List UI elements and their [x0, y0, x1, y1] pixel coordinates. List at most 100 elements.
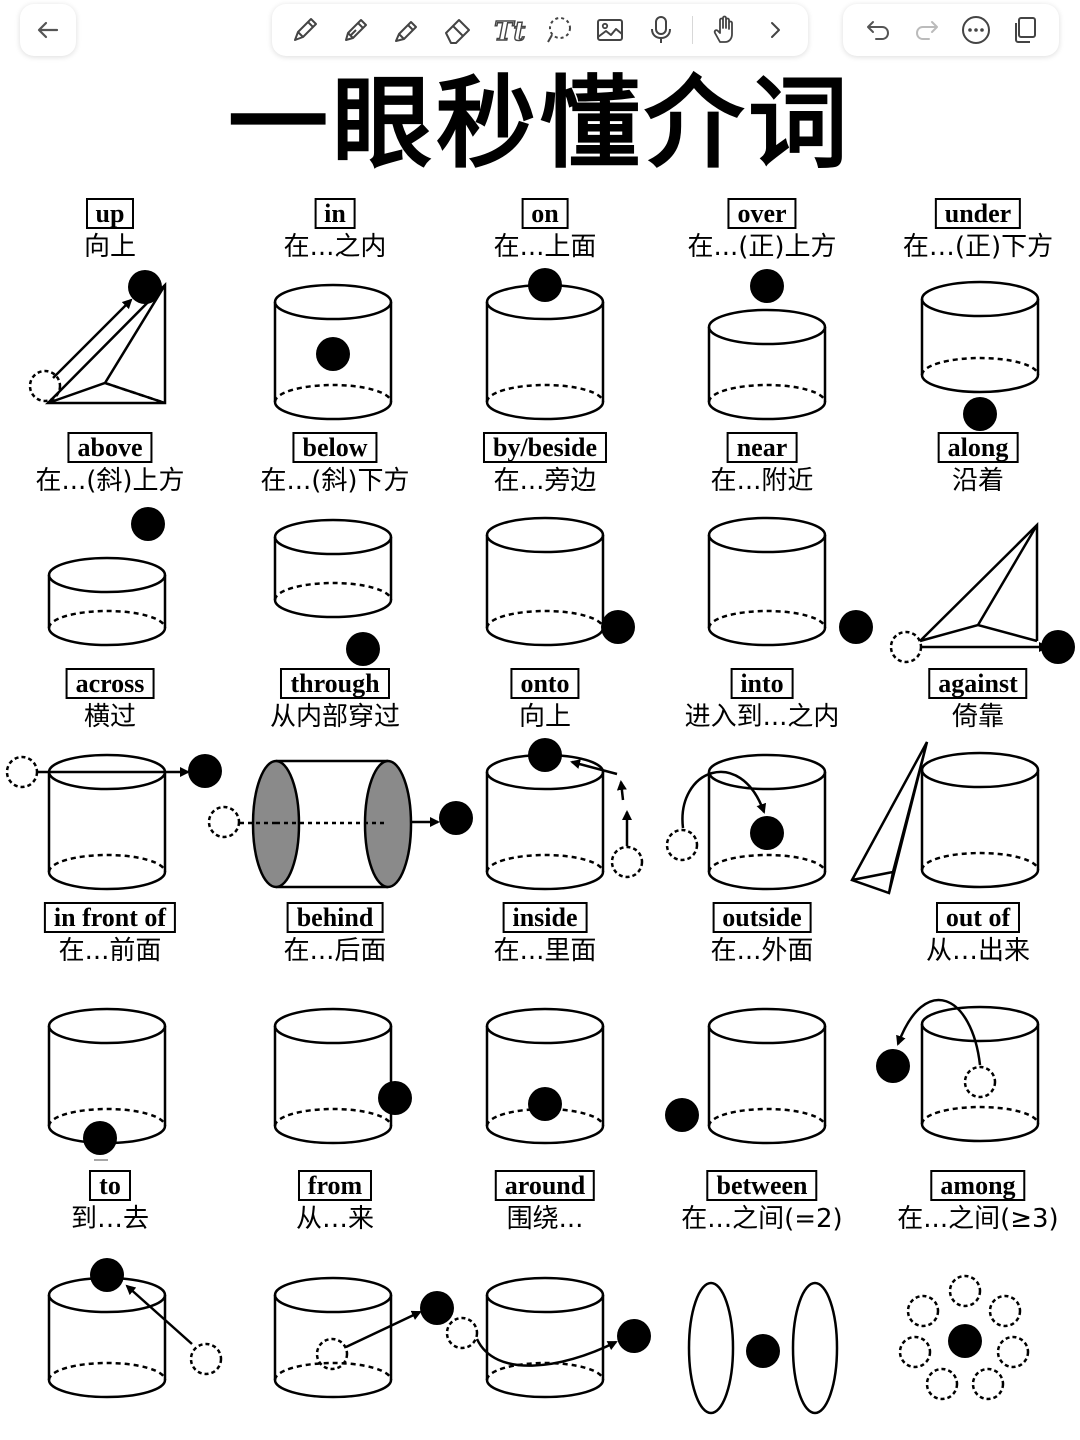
ball: [346, 632, 380, 666]
ball-start-outline: [665, 828, 699, 862]
cylinder-bottom-front: [485, 401, 605, 421]
chinese-meaning: 在...附近: [710, 466, 814, 496]
cylinder-side: [47, 1026, 167, 1126]
ball: [750, 269, 784, 303]
english-word: on: [521, 198, 569, 229]
cylinder-bottom-front: [707, 627, 827, 647]
cylinder-bottom-front: [485, 1379, 605, 1399]
ball: [601, 610, 635, 644]
lasso-icon[interactable]: [539, 10, 579, 50]
eraser-icon[interactable]: [438, 10, 478, 50]
ball-start-outline: [963, 1065, 997, 1099]
english-word: up: [85, 198, 135, 229]
english-word: over: [727, 198, 797, 229]
cylinder-bottom-front: [47, 1379, 167, 1399]
cylinder-right-face: [363, 759, 413, 889]
pages-icon[interactable]: [1005, 10, 1045, 50]
cylinder-bottom-back: [485, 383, 605, 403]
redo-icon[interactable]: [907, 10, 947, 50]
more-icon[interactable]: [956, 10, 996, 50]
cylinder-top: [273, 1276, 393, 1314]
cylinder-bottom-back: [485, 609, 605, 629]
cylinder-bottom-back: [273, 581, 393, 601]
ball: [528, 1087, 562, 1121]
cylinder-bottom-back: [485, 1361, 605, 1381]
ball-start-outline: [971, 1367, 1005, 1401]
chinese-meaning: 沿着: [951, 466, 1004, 496]
english-word: to: [89, 1170, 131, 1201]
ball-start-outline: [988, 1294, 1022, 1328]
hand-gesture-icon[interactable]: [704, 10, 744, 50]
microphone-icon[interactable]: [641, 10, 681, 50]
ball: [378, 1081, 412, 1115]
english-word: above: [67, 432, 153, 463]
cylinder-top: [485, 1276, 605, 1314]
ball: [316, 337, 350, 371]
chinese-meaning: 在...旁边: [493, 466, 597, 496]
cylinder-side: [707, 327, 827, 402]
page-title: 一眼秒懂介词: [228, 65, 852, 182]
cylinder-bottom-back: [273, 383, 393, 403]
chinese-meaning: 倚靠: [951, 702, 1004, 732]
english-word: through: [280, 668, 390, 699]
ball: [528, 268, 562, 302]
ball: [528, 738, 562, 772]
ball: [439, 801, 473, 835]
english-word: from: [297, 1170, 373, 1201]
arrow-left-icon[interactable]: [28, 10, 68, 50]
cylinder-side: [485, 1026, 605, 1126]
pen-icon[interactable]: [285, 10, 325, 50]
ball: [1041, 630, 1075, 664]
cylinder-side: [485, 535, 605, 628]
english-word: against: [928, 668, 1028, 699]
ball-start-outline: [925, 1367, 959, 1401]
cylinder-top: [920, 1005, 1040, 1043]
ball: [750, 816, 784, 850]
chinese-meaning: 在...之间(≥3): [897, 1204, 1059, 1234]
cylinder-bottom-back: [707, 383, 827, 403]
back-toolbar: [20, 4, 76, 56]
motion-arrow: [475, 1338, 618, 1367]
english-word: onto: [510, 668, 580, 699]
image-icon[interactable]: [590, 10, 630, 50]
cylinder-bottom-front: [273, 599, 393, 619]
chinese-meaning: 在...里面: [493, 936, 597, 966]
ball: [665, 1098, 699, 1132]
cylinder-bottom-back: [273, 1107, 393, 1127]
cylinder-bottom-front: [920, 374, 1040, 394]
drawing-toolbar: Tt: [272, 4, 808, 56]
chinese-meaning: 向上: [83, 232, 137, 262]
cylinder-top: [47, 556, 167, 594]
chinese-meaning: 在...外面: [710, 936, 814, 966]
cylinder-side: [273, 537, 393, 600]
pencil-icon[interactable]: [336, 10, 376, 50]
ball-start-outline: [948, 1274, 982, 1308]
pyramid-hidden-edge: [104, 381, 166, 405]
cylinder-top: [485, 1007, 605, 1045]
cylinder-top: [47, 1007, 167, 1045]
chevron-right-icon[interactable]: [755, 10, 795, 50]
ball-start-outline: [207, 805, 241, 839]
pyramid: [919, 522, 1039, 643]
ball-start-outline: [996, 1335, 1030, 1369]
cylinder-bottom-front: [707, 1125, 827, 1145]
chinese-meaning: 从…出来: [925, 936, 1031, 966]
text-icon[interactable]: Tt: [489, 10, 529, 50]
ball: [839, 610, 873, 644]
undo-icon[interactable]: [858, 10, 898, 50]
cylinder-side: [485, 302, 605, 402]
ball: [948, 1324, 982, 1358]
cylinder-side: [47, 1295, 167, 1380]
highlighter-icon[interactable]: [387, 10, 427, 50]
